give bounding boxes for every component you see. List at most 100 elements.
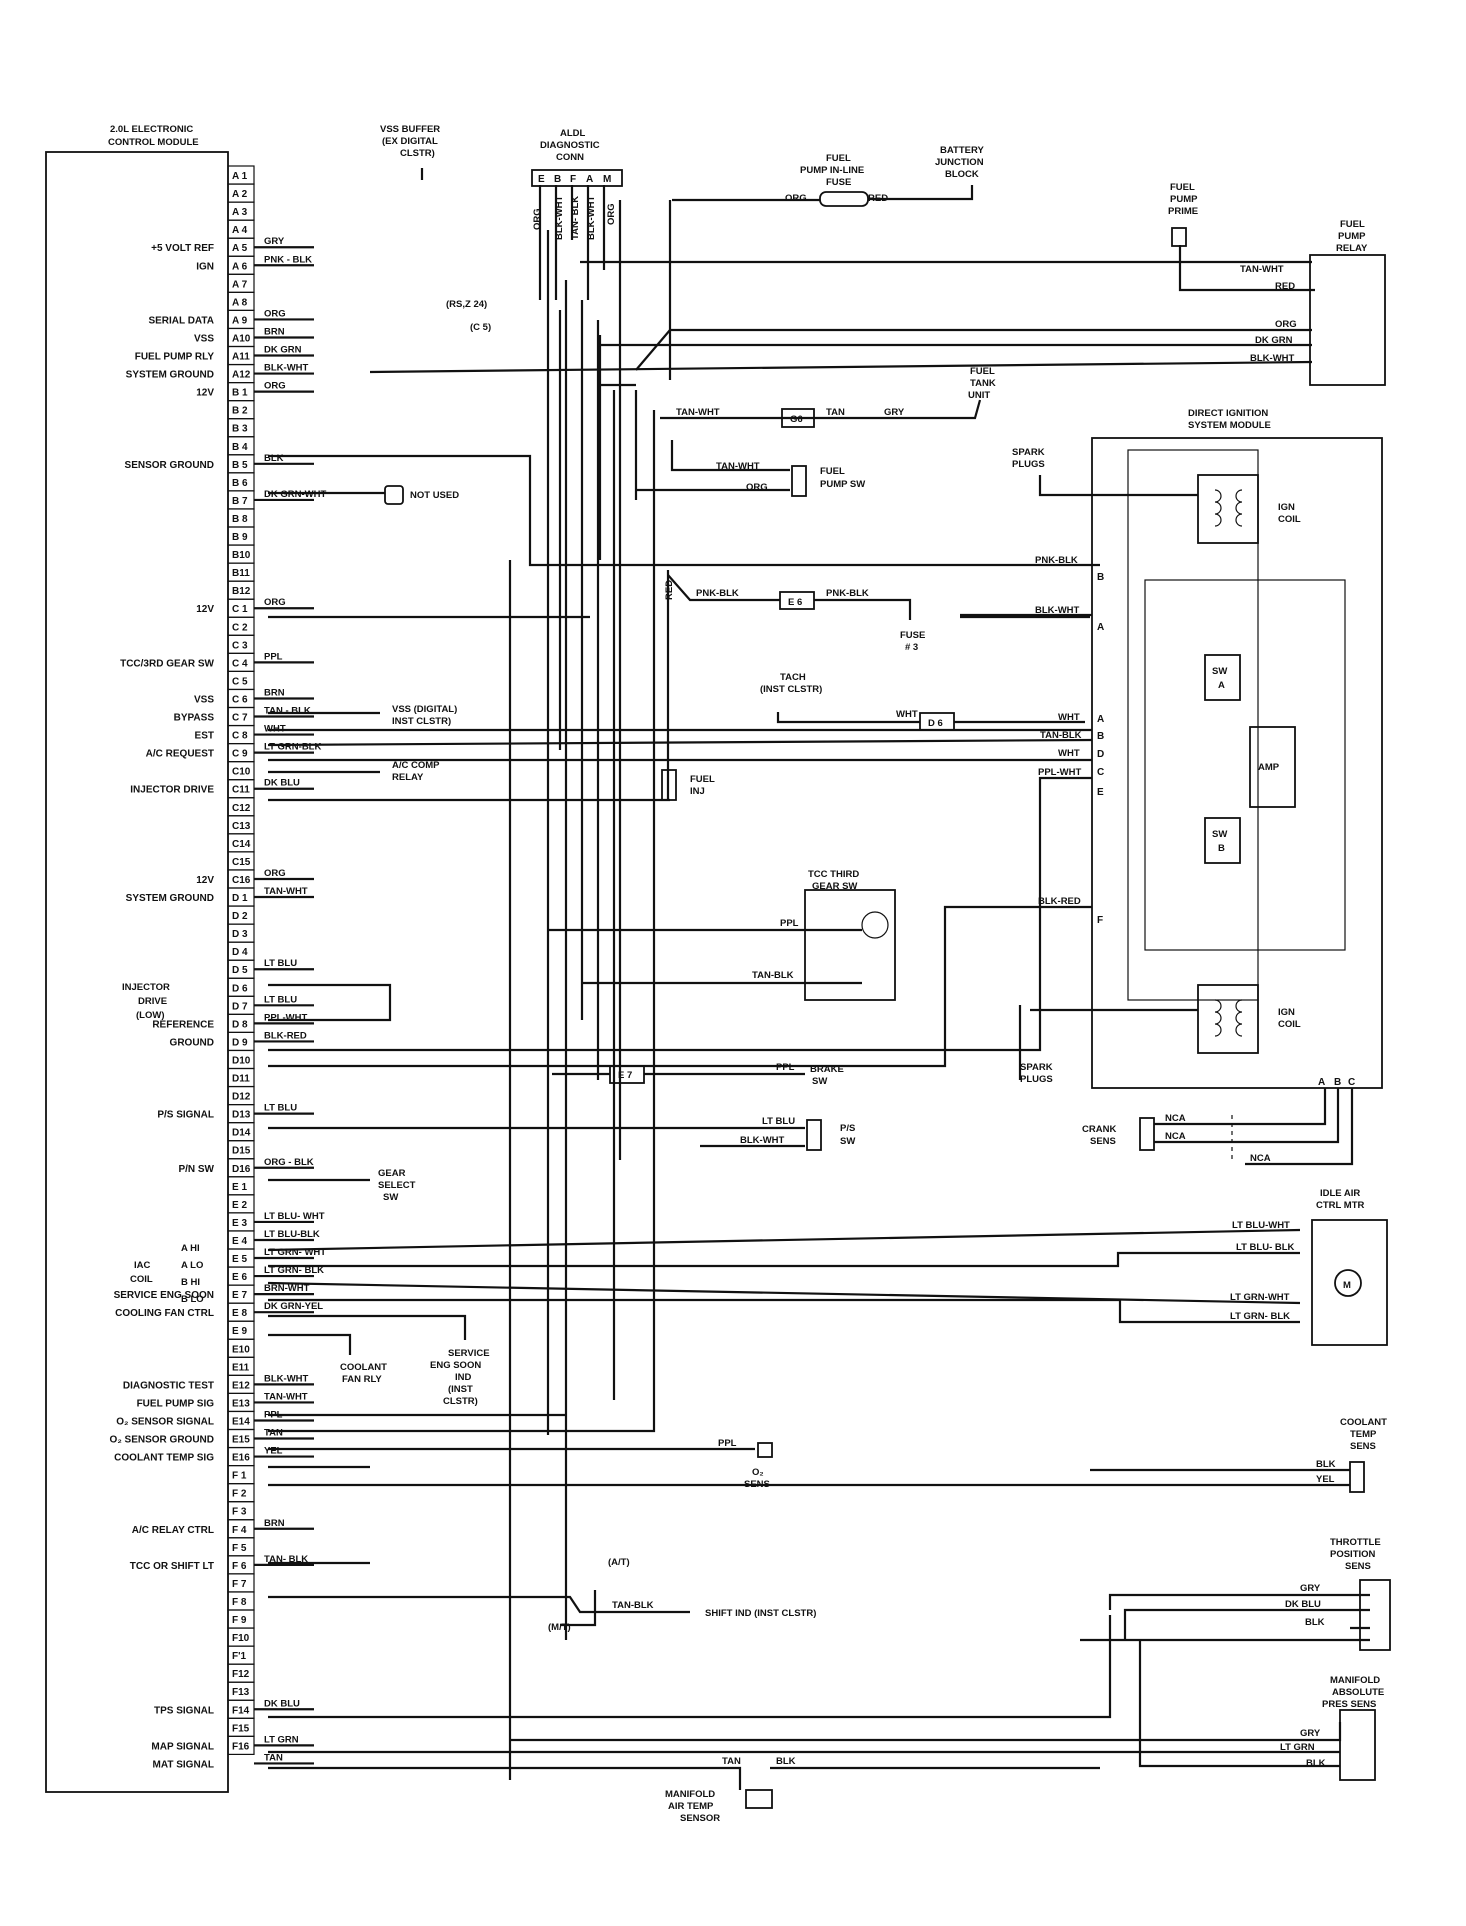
ecm-pin-label: D10 (232, 1055, 251, 1066)
ecm-wire-color: ORG (264, 597, 286, 608)
ecm-pin-label: F13 (232, 1687, 250, 1698)
dis-wire: WHT (1058, 748, 1080, 759)
dis-pin: E (1097, 787, 1104, 798)
coolant-fan-label-1: COOLANT (340, 1362, 387, 1373)
ecm-wire-color: BLK-RED (264, 1030, 307, 1041)
relay-wire-label: DK GRN (1255, 335, 1293, 346)
ps-sw-label-2: SW (840, 1136, 855, 1147)
iac-label-1: IAC (134, 1260, 151, 1271)
ecm-pin-label: E 8 (232, 1308, 247, 1319)
tank-gry-wire: GRY (884, 407, 905, 418)
ecm-wire-color: DK GRN-YEL (264, 1301, 323, 1312)
ecm-pin-label: A 6 (232, 261, 248, 272)
dis-wire: BLK-WHT (1035, 605, 1080, 616)
motor-m-label: M (1343, 1280, 1351, 1291)
aldl-label-3: CONN (556, 152, 584, 163)
at-label: (A/T) (608, 1557, 630, 1568)
ps-sw-label-1: P/S (840, 1123, 855, 1134)
ecm-pin-label: F 3 (232, 1507, 247, 1518)
coolant-wire: YEL (1316, 1474, 1335, 1485)
shift-wire: TAN-BLK (612, 1600, 654, 1611)
component-labels: 2.0L ELECTRONIC CONTROL MODULE VSS BUFFE… (108, 124, 1387, 1824)
coolant-fan-label-2: FAN RLY (342, 1374, 382, 1385)
ecm-wire-color: LT GRN (264, 1734, 299, 1745)
ecm-pin-label: E 7 (232, 1290, 247, 1301)
tps-label-1: THROTTLE (1330, 1537, 1381, 1548)
pump-prime-label-3: PRIME (1168, 206, 1198, 217)
ecm-pin-function: SERVICE ENG SOON (114, 1290, 214, 1301)
ecm-wire-color: BRN (264, 687, 285, 698)
vss-buffer-label-1: VSS BUFFER (380, 124, 440, 135)
ecm-wire-color: LT BLU (264, 994, 297, 1005)
mat-wire: TAN (722, 1756, 741, 1767)
pump-sw-label-1: FUEL (820, 466, 845, 477)
brake-label-1: BRAKE (810, 1064, 844, 1075)
o2-label-1: O₂ (752, 1467, 764, 1478)
coolant-temp-label-1: COOLANT (1340, 1417, 1387, 1428)
pump-relay-label-2: PUMP (1338, 231, 1366, 242)
ecm-pin-label: C 4 (232, 658, 248, 669)
ecm-pin-function: FUEL PUMP SIG (137, 1398, 215, 1409)
ecm-pin-label: B 4 (232, 442, 248, 453)
ecm-pin-label: B 2 (232, 406, 248, 417)
dis-pin: B (1097, 731, 1104, 742)
ecm-wire-color: BLK-WHT (264, 363, 309, 374)
ecm-pin-label: E 3 (232, 1218, 247, 1229)
ecm-pin-label: A 1 (232, 171, 248, 182)
ac-relay-label-1: A/C COMP (392, 760, 440, 771)
aldl-wire-label: ORG (532, 208, 543, 230)
ecm-pin-label: F 7 (232, 1579, 247, 1590)
iac-motor-label-2: CTRL MTR (1316, 1200, 1365, 1211)
ecm-pin-label: E13 (232, 1398, 250, 1409)
ecm-pin-function: A/C RELAY CTRL (132, 1525, 214, 1536)
ign-coil-bottom-1: IGN (1278, 1007, 1295, 1018)
ecm-pin-label: A 8 (232, 297, 248, 308)
ecm-pin-label: A 2 (232, 189, 248, 200)
tcc-sw-label-1: TCC THIRD (808, 869, 859, 880)
coolant-temp-label-3: SENS (1350, 1441, 1376, 1452)
dis-title-2: SYSTEM MODULE (1188, 420, 1271, 431)
map-label-2: ABSOLUTE (1332, 1687, 1384, 1698)
static-wiring (267, 185, 1391, 1809)
ecm-pin-label: E11 (232, 1362, 250, 1373)
ecm-pin-label: F 6 (232, 1561, 247, 1572)
ecm-pin-label: F16 (232, 1741, 250, 1752)
dis-wire: PPL-WHT (1038, 767, 1081, 778)
ecm-wire-color: PPL (264, 651, 283, 662)
ecm-pin-function: O₂ SENSOR GROUND (110, 1435, 214, 1446)
ecm-pin-label: F14 (232, 1705, 250, 1716)
ecm-pin-label: D16 (232, 1164, 251, 1175)
ecm-wire-color: LT GRN- BLK (264, 1265, 324, 1276)
gear-select-label-1: GEAR (378, 1168, 406, 1179)
ecm-pin-label: B 3 (232, 424, 248, 435)
vss-digital-label-2: INST CLSTR) (392, 716, 451, 727)
ac-relay-label-2: RELAY (392, 772, 424, 783)
c5-label: (C 5) (470, 322, 491, 333)
ecm-pin-function: MAT SIGNAL (153, 1759, 214, 1770)
ecm-pin-label: E15 (232, 1435, 250, 1446)
ecm-pin-label: C15 (232, 857, 251, 868)
ecm-pin-label: D 5 (232, 965, 248, 976)
pump-relay-label-3: RELAY (1336, 243, 1368, 254)
ecm-pin-function: 12V (196, 604, 214, 615)
fuse3-label-1: FUSE (900, 630, 925, 641)
brake-label-2: SW (812, 1076, 827, 1087)
ecm-pin-label: C 8 (232, 731, 248, 742)
ecm-pin-function: REFERENCE (152, 1019, 214, 1030)
ecm-pin-function: SERIAL DATA (148, 315, 214, 326)
tps-wire: BLK (1305, 1617, 1325, 1628)
fuel-inj-label-2: INJ (690, 786, 705, 797)
ecm-pin-function: TCC/3RD GEAR SW (120, 658, 214, 669)
aldl-pin: F (570, 174, 576, 185)
service-ind-label-4: (INST (448, 1384, 473, 1395)
red-wire-label: RED (664, 580, 675, 600)
pump-prime-label-1: FUEL (1170, 182, 1195, 193)
ecm-pin-label: F 8 (232, 1597, 247, 1608)
ecm-pin-label: B 6 (232, 478, 248, 489)
ecm-pin-label: F 2 (232, 1489, 247, 1500)
ecm-wire-color: TAN-WHT (264, 1391, 308, 1402)
ecm-pin-function: GROUND (170, 1037, 214, 1048)
dis-title-1: DIRECT IGNITION (1188, 408, 1268, 419)
dis-pin: D (1097, 749, 1104, 760)
ecm-wire-color: ORG (264, 868, 286, 879)
